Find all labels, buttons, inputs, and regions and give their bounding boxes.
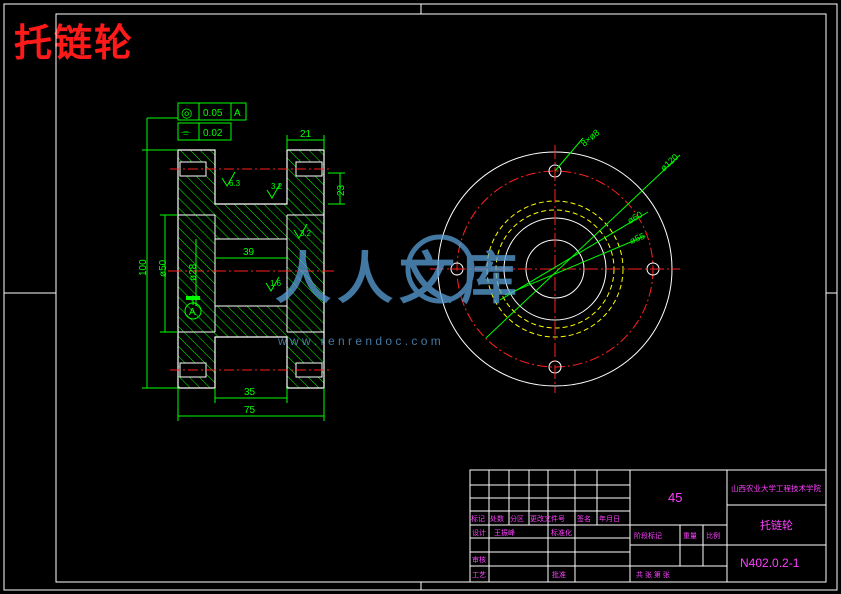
page-title: 托链轮 bbox=[14, 20, 135, 65]
roughness-marks bbox=[221, 171, 308, 292]
sheets-label: 共 张 第 张 bbox=[636, 570, 670, 579]
scale-label: 比例 bbox=[706, 531, 720, 540]
rev-file: 更改文件号 bbox=[530, 514, 565, 523]
bore-hatch-right bbox=[287, 215, 324, 332]
leader-diameter-60 bbox=[499, 211, 649, 301]
dim-bore-diameter: ø28 bbox=[188, 263, 199, 281]
dim-75: 75 bbox=[244, 405, 256, 416]
section-dimension-labels: 21 23 100 ø50 ø28 39 35 75 bbox=[138, 129, 347, 416]
roughness-values: 6.3 3.2 3.2 1.6 bbox=[229, 179, 312, 288]
rev-zone: 分区 bbox=[510, 514, 524, 523]
roughness-value-2: 3.2 bbox=[271, 182, 283, 191]
watermark: 人人文库 w w w . r e n r e n d o c . c o m bbox=[275, 234, 523, 348]
material: 45 bbox=[668, 490, 682, 505]
dim-diameter-55: ø55 bbox=[628, 231, 646, 246]
title-block bbox=[469, 469, 827, 583]
concentricity-icon: ◎ bbox=[181, 105, 192, 120]
roughness-symbol-4 bbox=[265, 276, 280, 292]
roughness-symbol-3 bbox=[293, 223, 308, 239]
dim-100: 100 bbox=[138, 259, 149, 276]
standardization-label: 标准化 bbox=[551, 528, 572, 537]
approve-label: 批准 bbox=[552, 570, 566, 579]
watermark-emblem-icon bbox=[405, 234, 475, 304]
datum-a-label: A bbox=[189, 307, 196, 318]
dim-39: 39 bbox=[243, 247, 255, 258]
drawing-frame bbox=[55, 13, 827, 583]
tolerance-frame: ◎ 0.05 A ⌯ 0.02 bbox=[177, 102, 247, 141]
design-label: 设计 bbox=[472, 528, 486, 537]
part-name: 托链轮 bbox=[760, 518, 793, 532]
title-block-text: 山西农业大学工程技术学院 45 托链轮 N402.0.2-1 标记 处数 分区 … bbox=[471, 483, 821, 579]
dim-35: 35 bbox=[244, 387, 256, 398]
symmetry-icon: ⌯ bbox=[181, 125, 191, 139]
institution-name: 山西农业大学工程技术学院 bbox=[731, 483, 821, 493]
rev-count: 处数 bbox=[490, 514, 504, 523]
section-dimensions bbox=[142, 117, 345, 421]
rev-sign: 签名 bbox=[577, 514, 591, 523]
dim-hub-diameter: ø50 bbox=[158, 259, 169, 277]
roughness-value-3: 3.2 bbox=[300, 229, 312, 238]
dim-21: 21 bbox=[300, 129, 312, 140]
review-label: 审核 bbox=[472, 555, 486, 564]
leader-holes bbox=[554, 137, 584, 172]
process-label: 工艺 bbox=[472, 571, 486, 579]
leader-bolt-circle bbox=[485, 154, 681, 339]
roughness-symbol-1 bbox=[221, 171, 236, 187]
rev-date: 年月日 bbox=[599, 514, 620, 523]
roughness-value-4: 1.6 bbox=[270, 279, 282, 288]
roughness-symbol-2 bbox=[266, 183, 281, 199]
designer-name: 王振峰 bbox=[494, 528, 515, 537]
dim-bolt-circle: ø120 bbox=[658, 152, 680, 173]
front-view bbox=[430, 145, 680, 393]
bore bbox=[215, 239, 287, 306]
watermark-url: w w w . r e n r e n d o c . c o m bbox=[277, 334, 441, 348]
roughness-value-1: 6.3 bbox=[229, 179, 241, 188]
concentricity-datum: A bbox=[234, 108, 241, 119]
datum-a-marker: A bbox=[184, 296, 202, 320]
front-dimensions bbox=[485, 137, 681, 339]
rev-mark: 标记 bbox=[471, 514, 485, 523]
dim-23: 23 bbox=[336, 184, 347, 196]
watermark-text: 人人文库 bbox=[275, 247, 523, 310]
symmetry-value: 0.02 bbox=[203, 128, 223, 139]
dim-holes: 8×ø8 bbox=[579, 127, 601, 148]
weight-label: 重量 bbox=[683, 532, 697, 540]
leader-diameter-55 bbox=[504, 235, 646, 296]
stage-mark-label: 阶段标记 bbox=[634, 531, 662, 540]
concentricity-value: 0.05 bbox=[203, 108, 223, 119]
drawing-number: N402.0.2-1 bbox=[740, 556, 800, 570]
section-view bbox=[168, 149, 334, 389]
